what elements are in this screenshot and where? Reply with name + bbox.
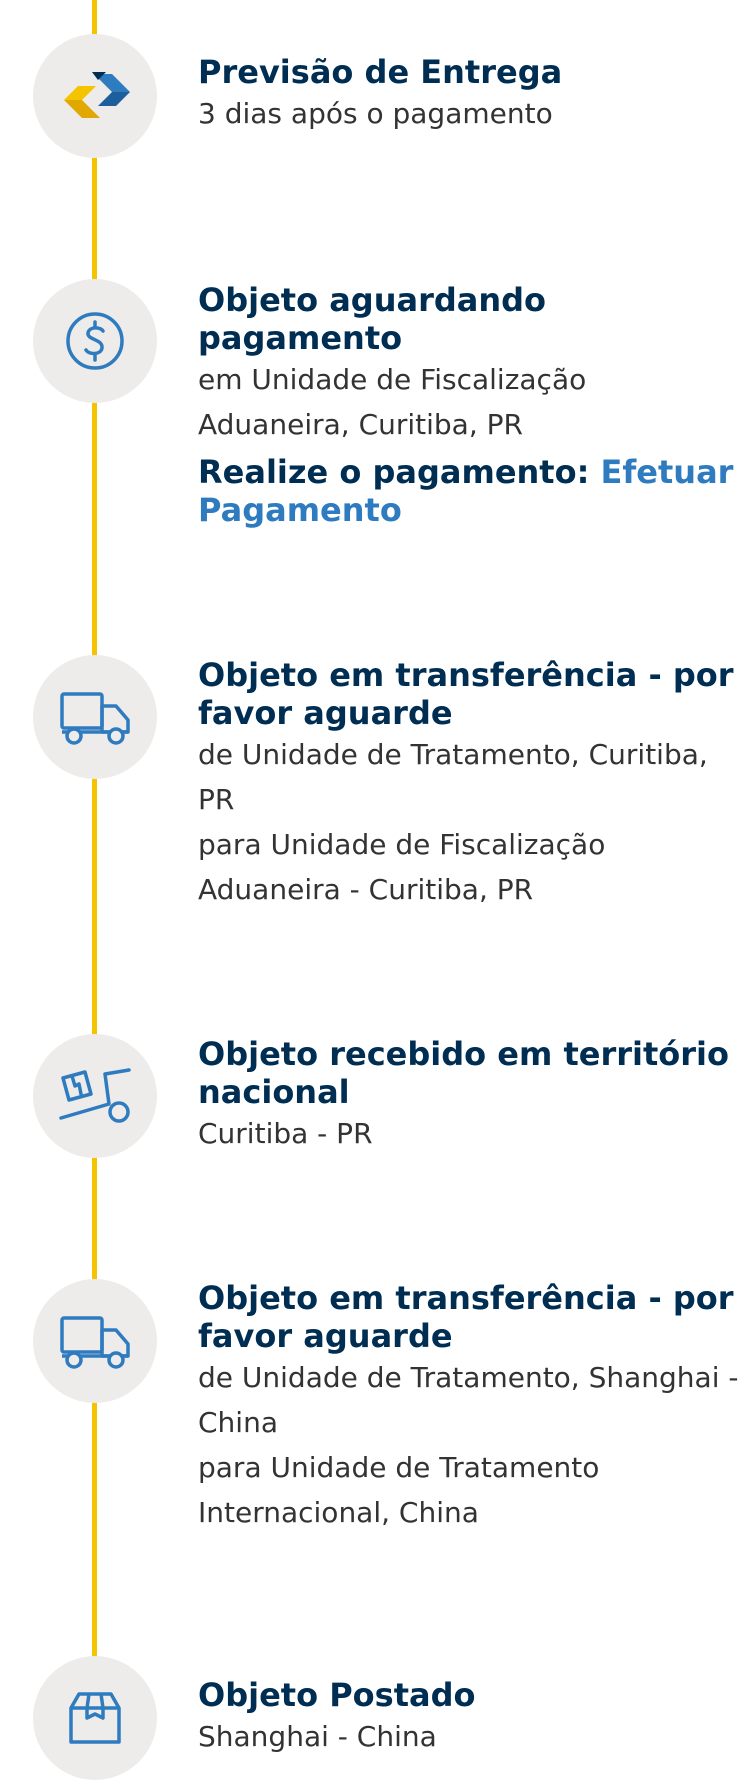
event-title: Objeto Postado: [198, 1676, 476, 1714]
dollar-icon: [66, 312, 124, 370]
event-detail: para Unidade de Tratamento Internacional…: [198, 1451, 600, 1529]
timeline-line: [92, 395, 97, 660]
event-icon-circle: [33, 34, 157, 158]
event-detail: de Unidade de Tratamento, Curitiba, PR: [198, 738, 708, 816]
event-title: Objeto em transferência - por favor agua…: [198, 656, 734, 732]
event-icon-circle: [33, 1034, 157, 1158]
event-icon-circle: [33, 1656, 157, 1780]
event-detail: 3 dias após o pagamento: [198, 97, 553, 130]
event-title: Previsão de Entrega: [198, 53, 563, 91]
timeline-line: [92, 1395, 97, 1660]
event-icon-circle: [33, 279, 157, 403]
event-detail: Curitiba - PR: [198, 1117, 373, 1150]
event-title: Objeto aguardando pagamento: [198, 281, 547, 357]
event-detail: em Unidade de Fiscalização Aduaneira, Cu…: [198, 363, 587, 441]
event-title: Objeto recebido em território nacional: [198, 1035, 729, 1111]
pay-now-link[interactable]: Efetuar Pagamento: [198, 453, 734, 529]
correios-logo-icon: [64, 72, 130, 118]
timeline-line: [92, 775, 97, 1035]
event-detail: Shanghai - China: [198, 1720, 437, 1753]
hand-truck-icon: [59, 1068, 131, 1123]
timeline-line: [92, 150, 97, 280]
package-icon: [69, 1692, 121, 1744]
truck-icon: [60, 1316, 130, 1369]
timeline-line: [92, 0, 97, 40]
timeline-line: [92, 1150, 97, 1280]
event-icon-circle: [33, 655, 157, 779]
event-detail: de Unidade de Tratamento, Shanghai - Chi…: [198, 1361, 739, 1439]
event-detail: para Unidade de Fiscalização Aduaneira -…: [198, 828, 606, 906]
payment-prompt: Realize o pagamento:: [198, 453, 590, 491]
event-title: Objeto em transferência - por favor agua…: [198, 1279, 734, 1355]
truck-icon: [60, 692, 130, 745]
event-icon-circle: [33, 1279, 157, 1403]
payment-prompt-line: Realize o pagamento: Efetuar Pagamento: [198, 453, 745, 529]
